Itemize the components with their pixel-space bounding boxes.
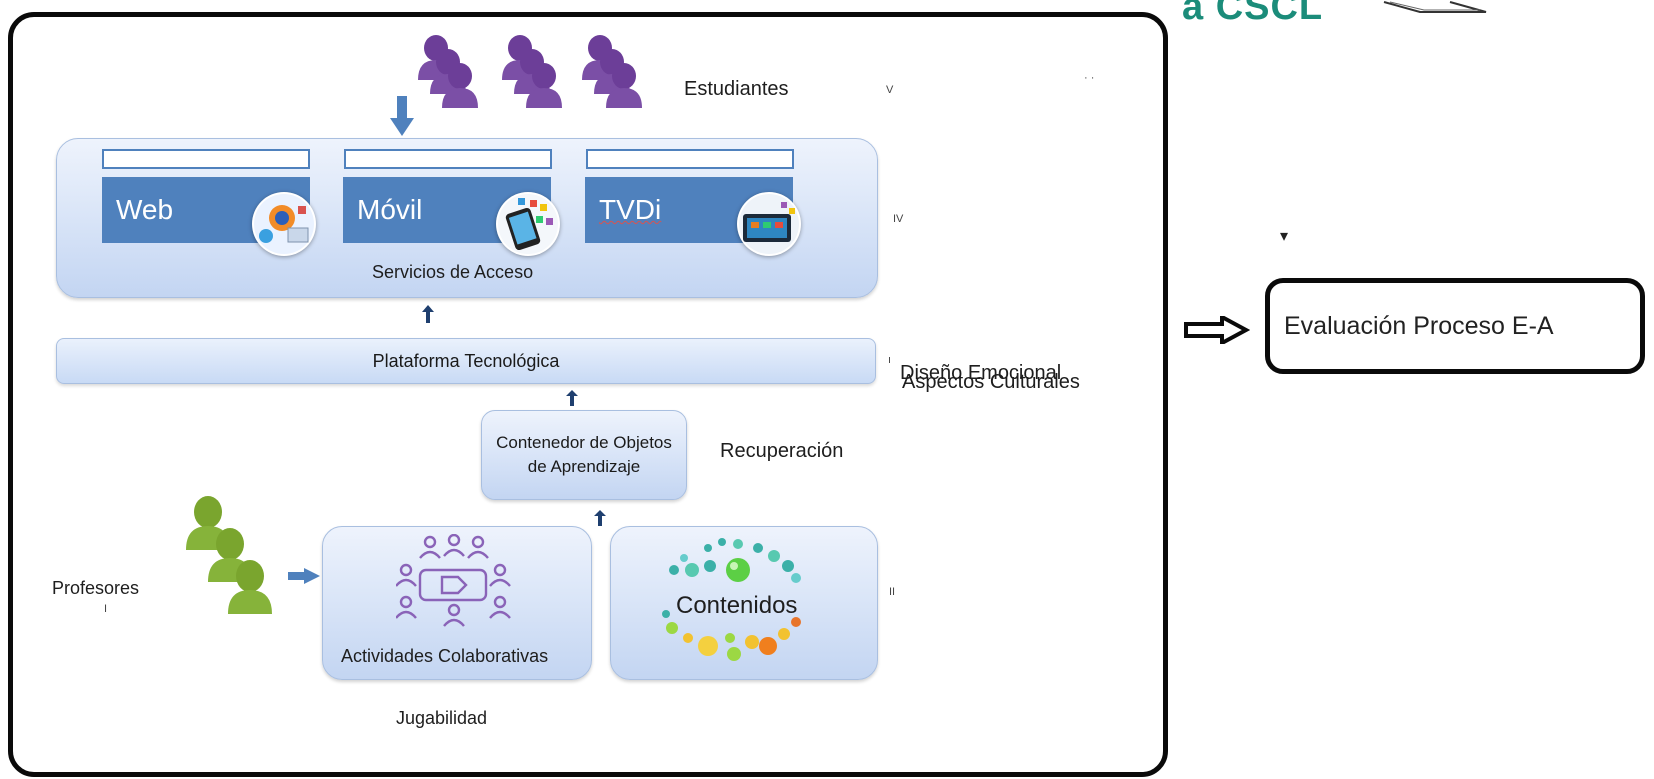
- evaluacion-box: Evaluación Proceso E-A: [1265, 278, 1645, 374]
- cscl-logo: a CSCL: [1182, 0, 1324, 28]
- web-label: Web: [116, 194, 174, 225]
- outline-right-arrow-icon: [1184, 316, 1250, 344]
- diseno-label: Diseño Emocional: [900, 362, 1062, 384]
- contenedor-box: Contenedor de Objetos de Aprendizaje: [481, 410, 687, 500]
- contenidos-label: Contenidos: [676, 592, 798, 619]
- tvdi-label: TVDi: [599, 194, 662, 225]
- tv-icon: [737, 192, 801, 256]
- up-arrow-small-icon: [422, 305, 434, 323]
- movil-label: Móvil: [357, 194, 423, 225]
- aspectos-culturales-label: Aspectos Culturales: [902, 371, 1080, 393]
- down-arrow-icon: [390, 96, 414, 136]
- dots-mark: · ·: [1084, 72, 1095, 84]
- plataforma-label: Plataforma Tecnológica: [372, 350, 560, 371]
- movil-slot: [344, 149, 552, 169]
- roman-i-mark: ı: [888, 354, 892, 366]
- evaluacion-label: Evaluación Proceso E-A: [1284, 311, 1554, 340]
- up-arrow-contenedor-icon: [594, 510, 606, 526]
- actividades-label: Actividades Colaborativas: [341, 646, 549, 666]
- roman-v: V: [886, 84, 894, 96]
- right-arrow-teachers-icon: [288, 568, 320, 584]
- servicios-label: Servicios de Acceso: [372, 262, 534, 282]
- contenidos-panel: [610, 526, 878, 680]
- browser-icon: [252, 192, 316, 256]
- book-logo-icon: [1383, 1, 1487, 13]
- roman-ii: II: [889, 586, 896, 598]
- up-arrow-plataforma-icon: [566, 390, 578, 406]
- teachers-group-icon: [186, 496, 272, 614]
- roman-iv: IV: [893, 213, 904, 225]
- plataforma-bar: Plataforma Tecnológica: [56, 338, 876, 384]
- roman-i: I: [104, 603, 108, 615]
- students-group-icon: [418, 35, 642, 108]
- profesores-label: Profesores: [52, 578, 140, 598]
- tvdi-slot: [586, 149, 794, 169]
- estudiantes-label: Estudiantes: [684, 78, 789, 100]
- small-dash-mark: ▾: [1280, 228, 1289, 245]
- jugabilidad-label: Jugabilidad: [396, 708, 488, 728]
- mobile-apps-icon: [496, 192, 560, 256]
- collaboration-icon: [396, 534, 511, 627]
- content-bubbles-icon: [662, 538, 801, 661]
- recuperacion-label: Recuperación: [720, 440, 844, 462]
- web-slot: [102, 149, 310, 169]
- contenedor-label: Contenedor de Objetos de Aprendizaje: [496, 433, 672, 476]
